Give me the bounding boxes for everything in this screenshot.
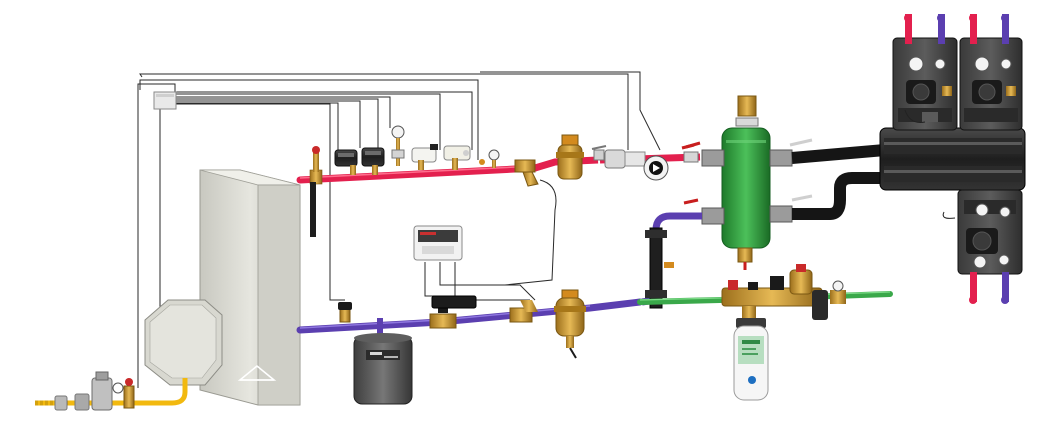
- pump-station-lower: [957, 189, 1023, 304]
- fill-station: [721, 264, 846, 320]
- expansion-tank: [353, 333, 413, 405]
- distribution-manifold: [791, 127, 1026, 220]
- return-pipe: [296, 212, 702, 336]
- air-separator: [556, 134, 584, 180]
- pump-station-upper-right: [959, 14, 1023, 131]
- pump-play-icon: [653, 164, 660, 172]
- manifold-wiring: [904, 109, 956, 219]
- return-column: [645, 227, 674, 309]
- burner: [144, 299, 223, 386]
- hydraulic-separator: [683, 95, 813, 270]
- supply-line-devices: [334, 125, 539, 187]
- junction-box: [153, 91, 177, 110]
- pump-groups: [892, 14, 1023, 304]
- pump-station-upper-left: [892, 14, 958, 131]
- boiler: [199, 169, 301, 406]
- water-filter: [733, 318, 769, 401]
- supply-pump: [591, 143, 699, 181]
- controller: [413, 225, 477, 309]
- dirt-separator: [554, 289, 586, 359]
- gas-train: [35, 371, 188, 411]
